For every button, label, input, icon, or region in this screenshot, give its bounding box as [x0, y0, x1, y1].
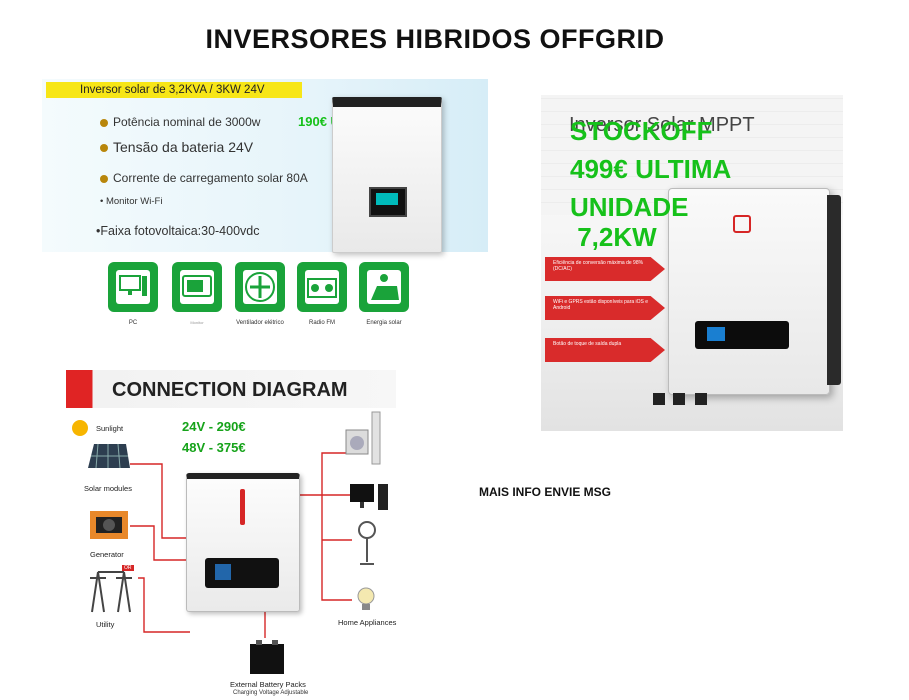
- inverter-diagram-image: [186, 473, 300, 612]
- tile-label-monitor: Monitor: [190, 320, 204, 325]
- feature-pv-range: •Faixa fotovoltaica:30-400vdc: [96, 224, 260, 238]
- radio-icon: [297, 262, 347, 312]
- battery-wire: [264, 610, 266, 638]
- bullet-icon: [100, 144, 108, 153]
- inverter-display: [695, 321, 789, 349]
- generator-icon: [90, 511, 128, 539]
- solar-panel-icon: [359, 262, 409, 312]
- price-24v: 24V - 290€: [182, 419, 246, 434]
- connection-diagram: CONNECTION DIAGRAM: [66, 370, 406, 700]
- bullet-icon: [100, 174, 108, 183]
- panel1-header: Inversor solar de 3,2KVA / 3KW 24V: [46, 82, 302, 98]
- label-touch: Botão de toque de saída dupla: [545, 338, 665, 362]
- label-wifi: WiFi e GPRS estão disponíveis para iOS e…: [545, 296, 665, 320]
- page-title: INVERSORES HIBRIDOS OFFGRID: [205, 24, 665, 54]
- washing-machine-icon: [345, 411, 381, 465]
- home-appliances-label: Home Appliances: [338, 618, 397, 627]
- sun-icon: [72, 420, 88, 436]
- bullet-icon: [100, 118, 108, 127]
- solar-modules-label: Solar modules: [84, 484, 132, 493]
- diagram-banner: [66, 370, 396, 408]
- diagram-title: CONNECTION DIAGRAM: [112, 379, 348, 401]
- inverter-display: [205, 558, 279, 588]
- bulb-icon: [357, 587, 375, 610]
- tile-label-solar: Energia solar: [366, 320, 402, 326]
- pc-icon: [108, 262, 158, 312]
- inverter-3kw-panel: Inversor solar de 3,2KVA / 3KW 24V Potên…: [42, 79, 488, 253]
- output-wires: [300, 452, 352, 601]
- price-48v: 48V - 375€: [182, 440, 246, 455]
- battery-label: External Battery Packs: [230, 680, 306, 689]
- feature-power: Potência nominal de 3000w: [100, 115, 260, 129]
- battery-icon: [250, 640, 284, 674]
- tile-label-pc: PC: [128, 320, 138, 326]
- utility-label: Utility: [96, 620, 115, 629]
- sunlight-label: Sunlight: [96, 424, 124, 433]
- more-info-text: MAIS INFO ENVIE MSG: [479, 485, 612, 499]
- feature-charge-current: Corrente de carregamento solar 80A: [100, 171, 308, 185]
- feature-wifi: • Monitor Wi-Fi: [100, 196, 163, 207]
- tile-label-fan: Ventilador elétrico: [236, 320, 284, 326]
- computer-icon: [350, 484, 388, 510]
- power-icon: [733, 215, 751, 233]
- inverter-display: [369, 187, 407, 217]
- feature-battery: Tensão da bateria 24V: [100, 139, 253, 155]
- input-wires: [130, 463, 190, 633]
- utility-icon: [90, 571, 132, 613]
- inverter-3kw-image: [332, 97, 442, 253]
- panel2-header: Inversor Solar MPPT: [569, 114, 755, 136]
- promo-7kw: STOCKOFF 499€ ULTIMA UNIDADE 7,2KW: [570, 116, 732, 252]
- generator-label: Generator: [90, 550, 124, 559]
- tile-label-radio: Radio FM: [308, 320, 335, 326]
- battery-sublabel: Charging Voltage Adjustable: [233, 690, 309, 696]
- solar-modules-icon: [88, 443, 130, 469]
- inverter-7kw-panel: Inversor Solar MPPT Eficiência de conver…: [541, 95, 843, 431]
- cables-icon: [653, 393, 707, 405]
- inverter-7kw-image: [668, 188, 841, 395]
- fan-icon: [235, 262, 285, 312]
- or-badge: OR: [122, 565, 134, 571]
- label-efficiency: Eficiência de conversão máxima de 98% (D…: [545, 257, 665, 281]
- fan-appliance-icon: [358, 521, 376, 565]
- tv-icon: [172, 262, 222, 312]
